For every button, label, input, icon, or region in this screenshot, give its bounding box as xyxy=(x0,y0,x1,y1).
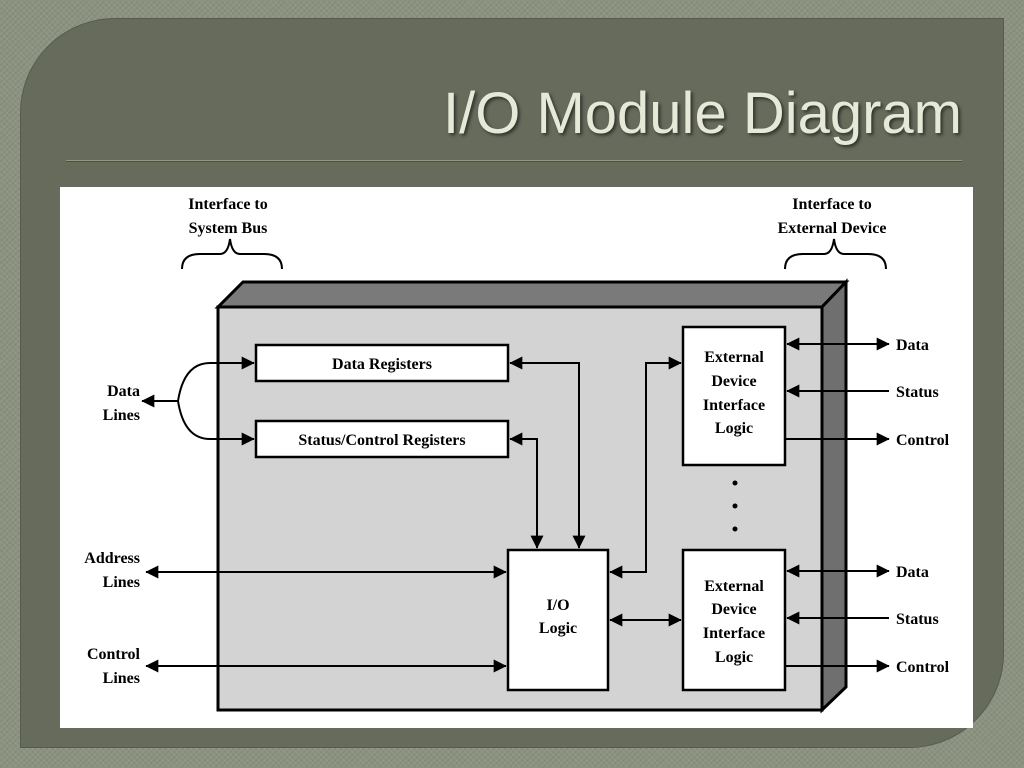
external-interface-bottom-label-2: Device xyxy=(711,601,756,618)
ellipsis-dot xyxy=(732,526,738,532)
data-lines-label-1: Data xyxy=(107,383,140,400)
external-interface-bottom-label-4: Logic xyxy=(715,649,753,666)
interface-system-bus-label-1: Interface to xyxy=(188,196,268,213)
status-registers-io-logic-arrow xyxy=(509,432,544,549)
external-interface-top-label-3: Interface xyxy=(703,397,765,414)
external-interface-top-label-2: Device xyxy=(711,373,756,390)
module-box-side xyxy=(820,278,848,714)
io-logic-label-1: I/O xyxy=(546,597,569,614)
external-device-brace xyxy=(784,238,887,270)
top-data-label: Data xyxy=(896,337,929,354)
external-interface-top-label-4: Logic xyxy=(715,420,753,437)
external-interface-bottom-label-1: External xyxy=(704,578,764,595)
data-registers-label: Data Registers xyxy=(332,356,432,373)
data-lines-to-status-registers xyxy=(177,400,255,446)
bottom-status-label: Status xyxy=(896,611,939,628)
external-interface-top-box xyxy=(681,325,787,467)
interface-external-device-label-1: Interface to xyxy=(792,196,872,213)
module-box-top xyxy=(214,280,850,309)
io-logic-box xyxy=(506,548,610,692)
top-status-label: Status xyxy=(896,384,939,401)
diagram-frame: Interface to System Bus Interface to Ext… xyxy=(60,187,973,728)
bottom-control-label: Control xyxy=(896,659,950,676)
data-registers-io-logic-arrow xyxy=(509,356,586,549)
external-interface-bottom-box xyxy=(681,548,787,692)
io-logic-top-interface-arrow xyxy=(609,356,682,579)
external-interface-bottom-label-3: Interface xyxy=(703,625,765,642)
io-module-diagram: Interface to System Bus Interface to Ext… xyxy=(84,196,950,714)
interface-external-device-label-2: External Device xyxy=(778,220,887,237)
address-lines-label-1: Address xyxy=(84,550,140,567)
control-lines-label-2: Lines xyxy=(103,670,140,687)
data-registers-box xyxy=(254,343,510,383)
title-divider xyxy=(66,160,962,161)
external-interface-top-label-1: External xyxy=(704,349,764,366)
ellipsis-dot xyxy=(732,503,738,509)
slide-title: I/O Module Diagram xyxy=(443,81,962,146)
data-lines-to-data-registers xyxy=(177,356,255,402)
system-bus-brace xyxy=(181,238,283,270)
address-lines-label-2: Lines xyxy=(103,574,140,591)
ellipsis-dot xyxy=(732,480,738,486)
top-control-label: Control xyxy=(896,432,950,449)
io-logic-label-2: Logic xyxy=(539,620,577,637)
status-control-registers-box xyxy=(254,419,510,459)
interface-system-bus-label-2: System Bus xyxy=(189,220,268,237)
status-control-registers-label: Status/Control Registers xyxy=(298,432,465,449)
control-lines-label-1: Control xyxy=(87,646,141,663)
data-lines-label-2: Lines xyxy=(103,407,140,424)
bottom-data-label: Data xyxy=(896,564,929,581)
